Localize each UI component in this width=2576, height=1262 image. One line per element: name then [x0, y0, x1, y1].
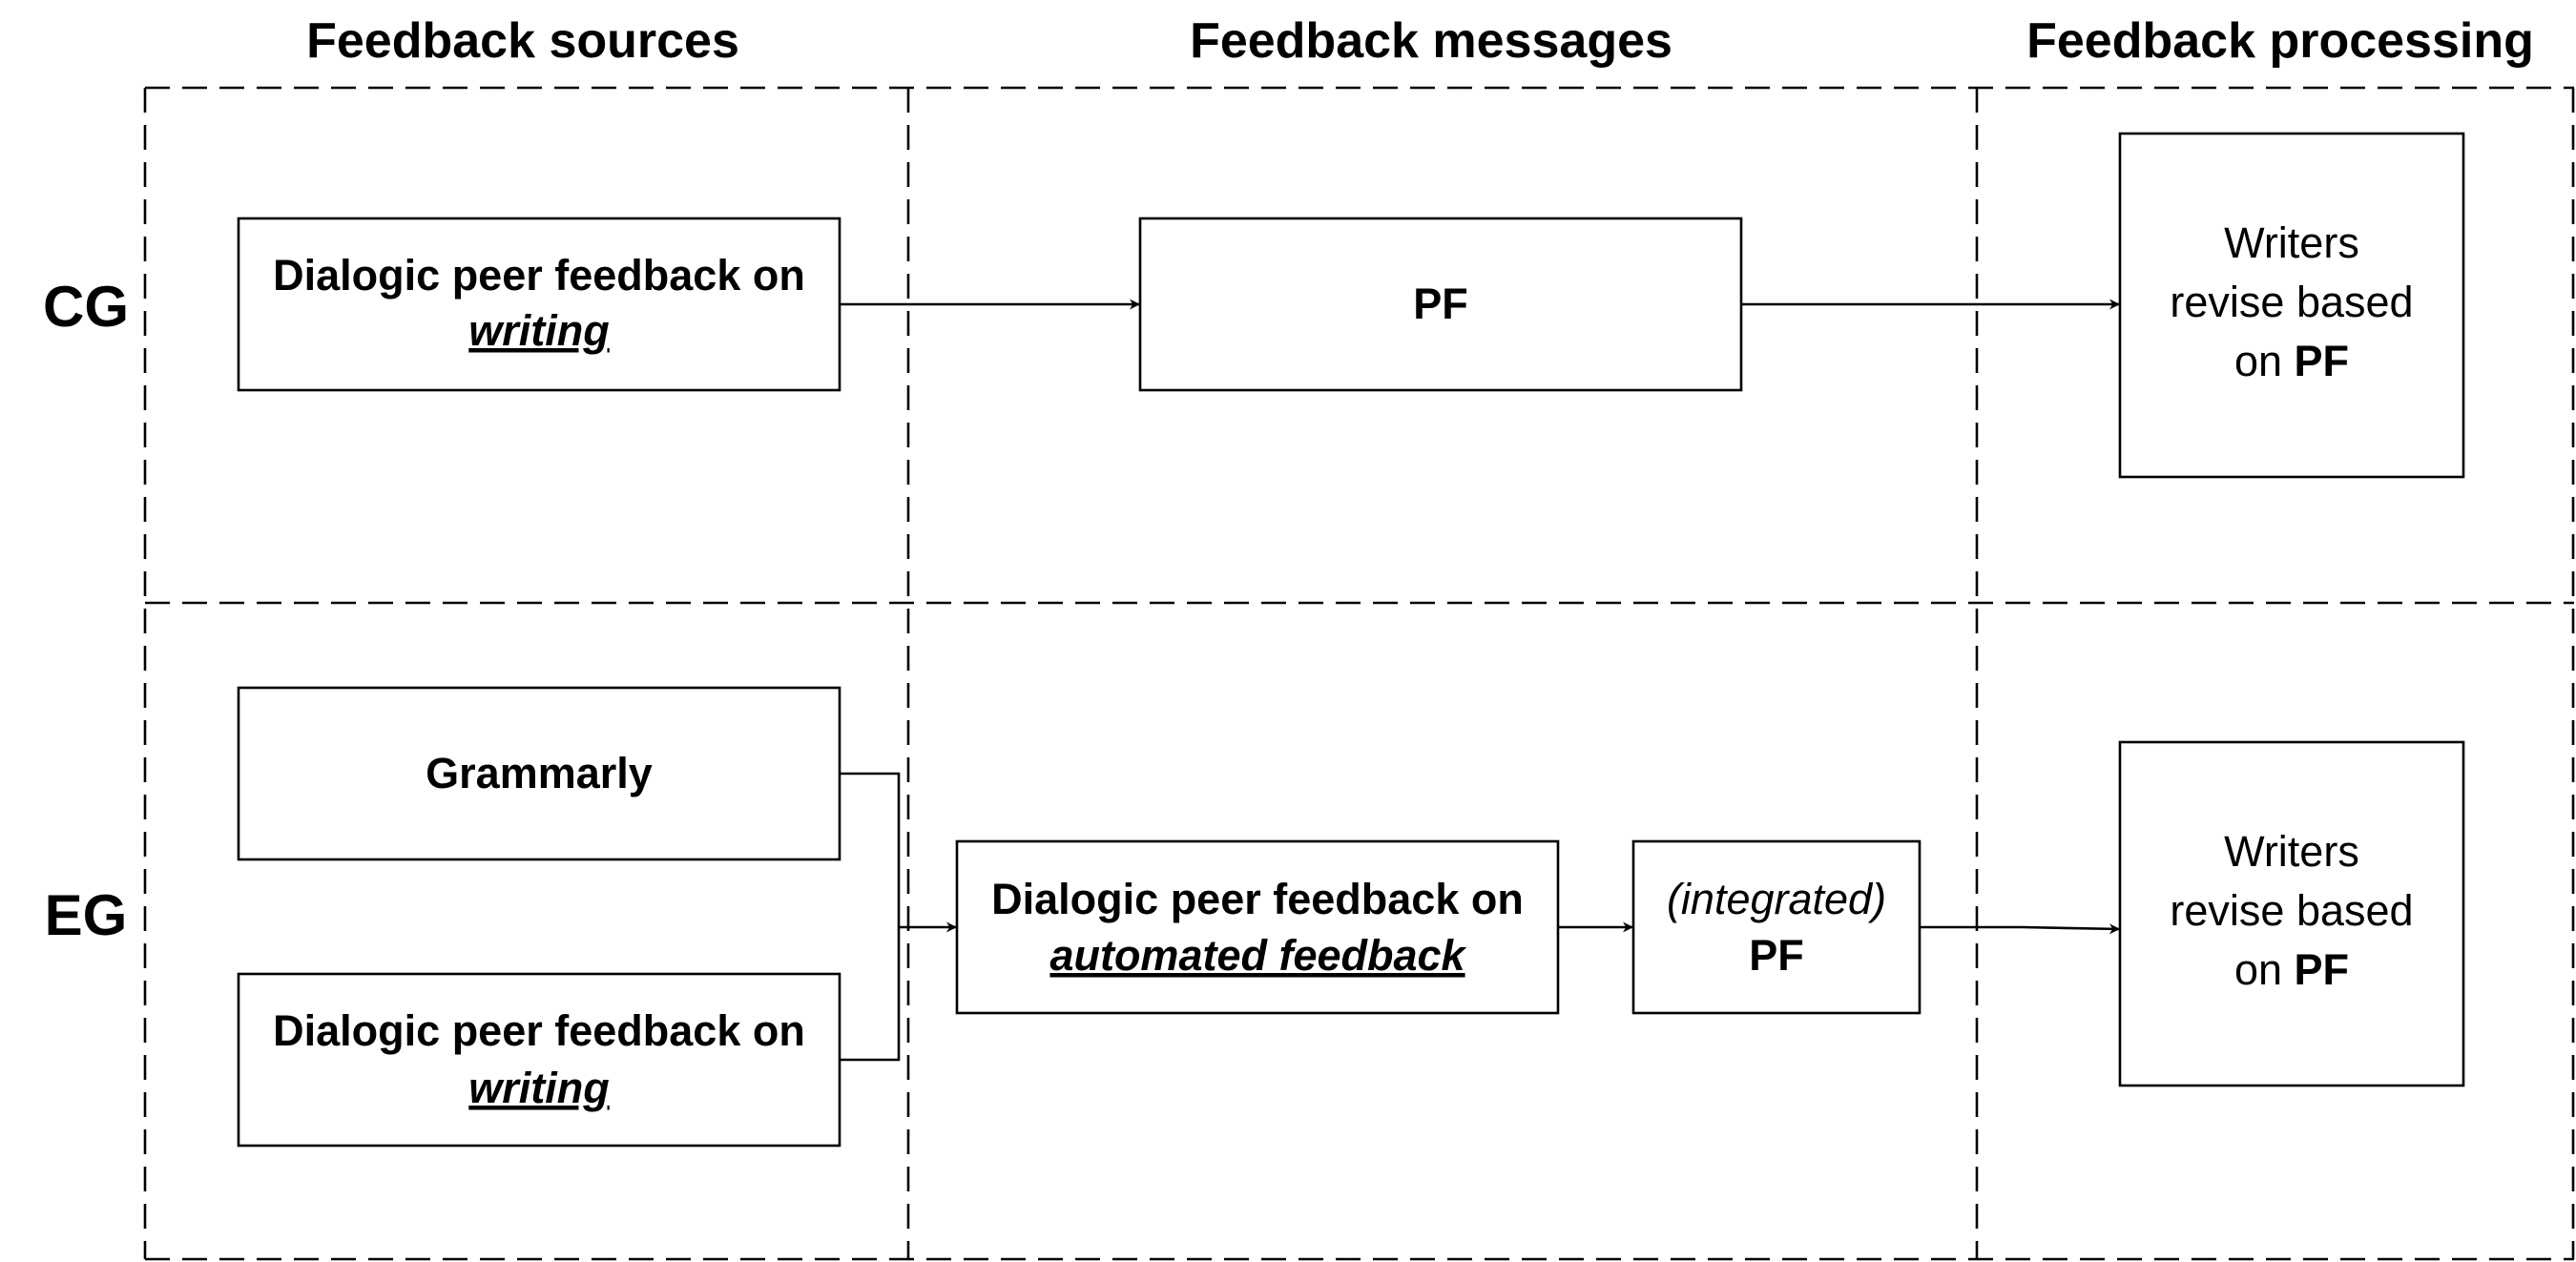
eg-integrated-line2: PF — [1749, 931, 1804, 980]
eg-processing-line3: on PF — [2234, 945, 2349, 994]
eg-source-box: Dialogic peer feedback on writing — [237, 972, 841, 1148]
arrow-eg-integrated-to-processing — [1920, 923, 2121, 935]
eg-integrated-box: (integrated) PF — [1631, 839, 1922, 1015]
cg-processing-line1: Writers — [2224, 218, 2359, 267]
eg-integrated-line1: (integrated) — [1667, 875, 1886, 923]
eg-automated-line2: automated feedback — [1049, 931, 1466, 980]
cg-source-line2: writing — [468, 306, 609, 355]
header-feedback-messages: Feedback messages — [1190, 13, 1672, 69]
dashed-grid — [143, 86, 2575, 1261]
connector-eg-sources-bracket — [840, 772, 901, 1062]
header-feedback-sources: Feedback sources — [306, 13, 739, 69]
cg-processing-line2: revise based — [2170, 278, 2413, 326]
cg-processing-box: Writers revise based on PF — [2118, 132, 2465, 479]
cg-message-label: PF — [1413, 279, 1468, 328]
eg-processing-line1: Writers — [2224, 827, 2359, 876]
row-label-eg: EG — [45, 883, 128, 947]
cg-source-box: Dialogic peer feedback on writing — [237, 217, 841, 392]
row-label-cg: CG — [43, 275, 129, 339]
eg-processing-box: Writers revise based on PF — [2118, 740, 2465, 1087]
eg-grammarly-box: Grammarly — [237, 686, 841, 861]
eg-processing-line2: revise based — [2170, 886, 2413, 935]
eg-automated-line1: Dialogic peer feedback on — [991, 875, 1524, 923]
eg-source-line1: Dialogic peer feedback on — [273, 1006, 805, 1055]
cg-message-box: PF — [1138, 217, 1743, 392]
eg-automated-box: Dialogic peer feedback on automated feed… — [955, 839, 1560, 1015]
cg-source-line1: Dialogic peer feedback on — [273, 251, 805, 300]
cg-processing-line3: on PF — [2234, 337, 2349, 385]
eg-grammarly-label: Grammarly — [426, 749, 653, 797]
header-feedback-processing: Feedback processing — [2026, 13, 2534, 69]
eg-source-line2: writing — [468, 1064, 609, 1112]
